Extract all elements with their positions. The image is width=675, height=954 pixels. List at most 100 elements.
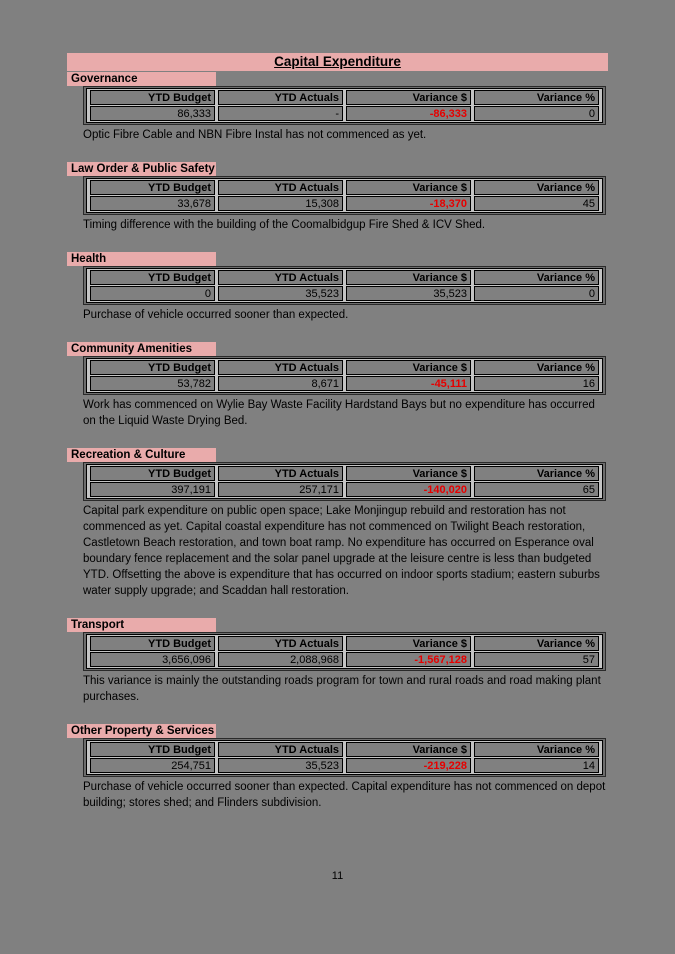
section-heading: Other Property & Services (67, 724, 216, 738)
col-header-ytd-actuals: YTD Actuals (218, 360, 343, 375)
col-header-variance-pct: Variance % (474, 742, 599, 757)
table-value-row: 86,333 - -86,333 0 (90, 106, 599, 121)
col-header-variance-pct: Variance % (474, 90, 599, 105)
ytd-actuals-value: 35,523 (218, 286, 343, 301)
table-value-row: 254,751 35,523 -219,228 14 (90, 758, 599, 773)
ytd-actuals-value: 2,088,968 (218, 652, 343, 667)
section-heading: Transport (67, 618, 216, 632)
table-value-row: 53,782 8,671 -45,111 16 (90, 376, 599, 391)
section-table: YTD Budget YTD Actuals Variance $ Varian… (86, 88, 603, 123)
col-header-variance-pct: Variance % (474, 180, 599, 195)
ytd-actuals-value: 35,523 (218, 758, 343, 773)
section-table-wrap: YTD Budget YTD Actuals Variance $ Varian… (83, 738, 606, 777)
section-note: Purchase of vehicle occurred sooner than… (83, 781, 606, 809)
report-section: Other Property & Services YTD Budget YTD… (67, 724, 608, 811)
table-header-row: YTD Budget YTD Actuals Variance $ Varian… (90, 90, 599, 105)
ytd-budget-value: 397,191 (90, 482, 215, 497)
section-table: YTD Budget YTD Actuals Variance $ Varian… (86, 268, 603, 303)
col-header-ytd-budget: YTD Budget (90, 90, 215, 105)
report-section: Community Amenities YTD Budget YTD Actua… (67, 342, 608, 429)
ytd-actuals-value: 15,308 (218, 196, 343, 211)
variance-dollar-value: -18,370 (346, 196, 471, 211)
section-note: Work has commenced on Wylie Bay Waste Fa… (83, 399, 595, 427)
table-value-row: 33,678 15,308 -18,370 45 (90, 196, 599, 211)
ytd-budget-value: 53,782 (90, 376, 215, 391)
col-header-variance-pct: Variance % (474, 360, 599, 375)
page-title: Capital Expenditure (274, 54, 401, 69)
section-note: Purchase of vehicle occurred sooner than… (83, 309, 349, 321)
table-value-row: 3,656,096 2,088,968 -1,567,128 57 (90, 652, 599, 667)
ytd-actuals-value: - (218, 106, 343, 121)
ytd-budget-value: 3,656,096 (90, 652, 215, 667)
section-table: YTD Budget YTD Actuals Variance $ Varian… (86, 358, 603, 393)
section-note: This variance is mainly the outstanding … (83, 675, 601, 703)
col-header-variance-dollar: Variance $ (346, 360, 471, 375)
variance-pct-value: 57 (474, 652, 599, 667)
col-header-ytd-actuals: YTD Actuals (218, 270, 343, 285)
col-header-ytd-budget: YTD Budget (90, 466, 215, 481)
ytd-actuals-value: 257,171 (218, 482, 343, 497)
section-table: YTD Budget YTD Actuals Variance $ Varian… (86, 634, 603, 669)
sections: Governance YTD Budget YTD Actuals Varian… (67, 72, 608, 811)
col-header-variance-dollar: Variance $ (346, 466, 471, 481)
ytd-budget-value: 0 (90, 286, 215, 301)
section-table-wrap: YTD Budget YTD Actuals Variance $ Varian… (83, 356, 606, 395)
report-section: Law Order & Public Safety YTD Budget YTD… (67, 162, 608, 233)
col-header-ytd-actuals: YTD Actuals (218, 90, 343, 105)
ytd-budget-value: 254,751 (90, 758, 215, 773)
section-table-wrap: YTD Budget YTD Actuals Variance $ Varian… (83, 86, 606, 125)
table-header-row: YTD Budget YTD Actuals Variance $ Varian… (90, 360, 599, 375)
variance-dollar-value: -86,333 (346, 106, 471, 121)
col-header-variance-dollar: Variance $ (346, 270, 471, 285)
section-note: Capital park expenditure on public open … (83, 505, 600, 597)
table-value-row: 0 35,523 35,523 0 (90, 286, 599, 301)
section-heading: Governance (67, 72, 216, 86)
table-value-row: 397,191 257,171 -140,020 65 (90, 482, 599, 497)
section-table: YTD Budget YTD Actuals Variance $ Varian… (86, 178, 603, 213)
table-header-row: YTD Budget YTD Actuals Variance $ Varian… (90, 466, 599, 481)
section-heading: Health (67, 252, 216, 266)
variance-dollar-value: -140,020 (346, 482, 471, 497)
variance-pct-value: 16 (474, 376, 599, 391)
col-header-ytd-actuals: YTD Actuals (218, 742, 343, 757)
variance-pct-value: 0 (474, 286, 599, 301)
report-section: Transport YTD Budget YTD Actuals Varianc… (67, 618, 608, 705)
col-header-ytd-budget: YTD Budget (90, 180, 215, 195)
col-header-ytd-actuals: YTD Actuals (218, 636, 343, 651)
col-header-variance-dollar: Variance $ (346, 636, 471, 651)
variance-dollar-value: -1,567,128 (346, 652, 471, 667)
report-section: Recreation & Culture YTD Budget YTD Actu… (67, 448, 608, 599)
report-section: Health YTD Budget YTD Actuals Variance $… (67, 252, 608, 323)
col-header-ytd-budget: YTD Budget (90, 742, 215, 757)
section-table-wrap: YTD Budget YTD Actuals Variance $ Varian… (83, 176, 606, 215)
section-heading: Law Order & Public Safety (67, 162, 216, 176)
col-header-ytd-actuals: YTD Actuals (218, 466, 343, 481)
col-header-ytd-budget: YTD Budget (90, 636, 215, 651)
col-header-variance-dollar: Variance $ (346, 180, 471, 195)
section-note: Optic Fibre Cable and NBN Fibre Instal h… (83, 129, 427, 141)
variance-dollar-value: -219,228 (346, 758, 471, 773)
table-header-row: YTD Budget YTD Actuals Variance $ Varian… (90, 270, 599, 285)
col-header-variance-pct: Variance % (474, 270, 599, 285)
col-header-ytd-budget: YTD Budget (90, 360, 215, 375)
col-header-variance-dollar: Variance $ (346, 742, 471, 757)
section-table-wrap: YTD Budget YTD Actuals Variance $ Varian… (83, 266, 606, 305)
ytd-actuals-value: 8,671 (218, 376, 343, 391)
section-table: YTD Budget YTD Actuals Variance $ Varian… (86, 464, 603, 499)
col-header-variance-pct: Variance % (474, 466, 599, 481)
ytd-budget-value: 33,678 (90, 196, 215, 211)
variance-dollar-value: 35,523 (346, 286, 471, 301)
variance-pct-value: 0 (474, 106, 599, 121)
variance-pct-value: 14 (474, 758, 599, 773)
col-header-variance-pct: Variance % (474, 636, 599, 651)
table-header-row: YTD Budget YTD Actuals Variance $ Varian… (90, 636, 599, 651)
variance-dollar-value: -45,111 (346, 376, 471, 391)
section-note: Timing difference with the building of t… (83, 219, 486, 231)
col-header-ytd-budget: YTD Budget (90, 270, 215, 285)
section-table: YTD Budget YTD Actuals Variance $ Varian… (86, 740, 603, 775)
ytd-budget-value: 86,333 (90, 106, 215, 121)
page-number: 11 (331, 870, 344, 882)
report-section: Governance YTD Budget YTD Actuals Varian… (67, 72, 608, 143)
section-heading: Recreation & Culture (67, 448, 216, 462)
table-header-row: YTD Budget YTD Actuals Variance $ Varian… (90, 180, 599, 195)
